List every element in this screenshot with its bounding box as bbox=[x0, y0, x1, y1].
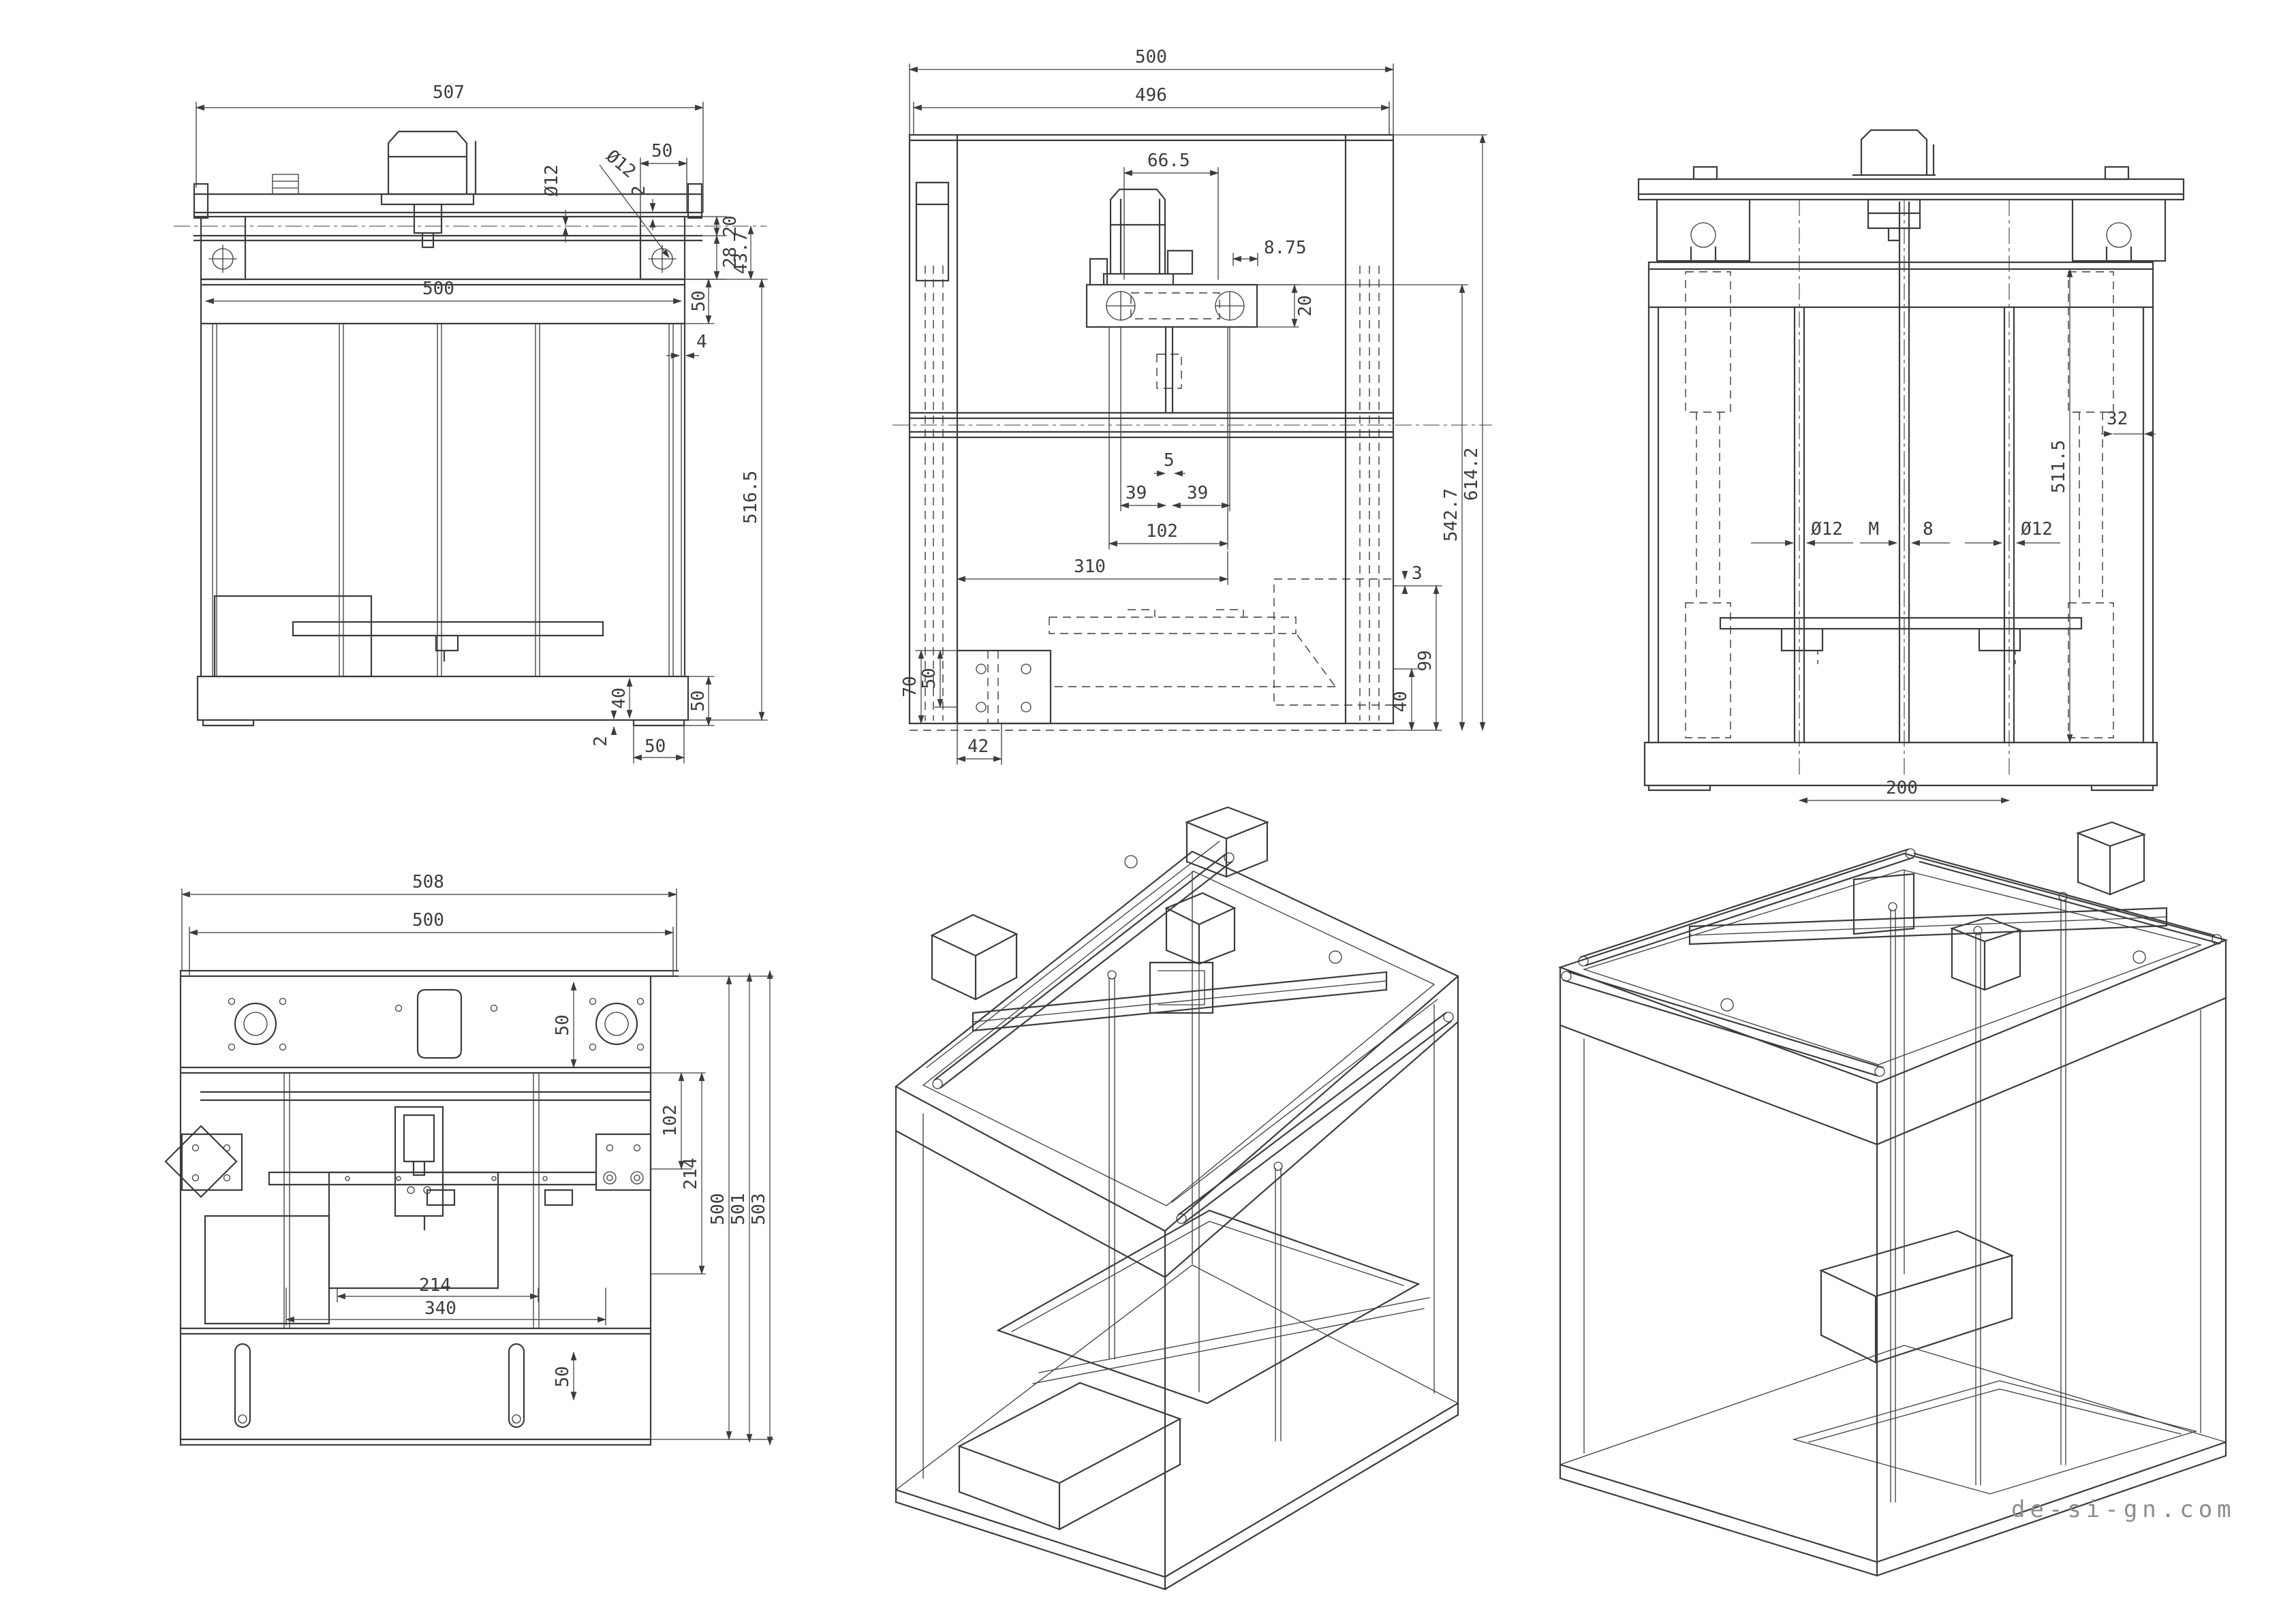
dim-frame-width-c: 503 bbox=[749, 1193, 769, 1225]
dim-bracket-hole-span: 50 bbox=[919, 668, 940, 689]
dim-foot-height: 2 bbox=[591, 736, 611, 747]
dim-gantry-height: 43.7 bbox=[731, 232, 751, 275]
plan-frame-lines bbox=[164, 969, 679, 1446]
dim-rod-spacing: 200 bbox=[1886, 778, 1918, 798]
dim-pulley-plate-height: 20 bbox=[1295, 295, 1316, 316]
dim-pulley-diameter: Ø12 bbox=[602, 146, 640, 182]
dim-corner-post-height: 99 bbox=[1415, 650, 1436, 671]
dim-rail-height: 20 bbox=[720, 215, 741, 236]
dim-slot-offset: 50 bbox=[553, 1366, 573, 1387]
dim-base-inner-height: 40 bbox=[1391, 691, 1411, 712]
side-frame-lines bbox=[1637, 129, 2185, 792]
dim-overall-height: 614.2 bbox=[1461, 448, 1482, 501]
dim-base-member: 50 bbox=[688, 690, 709, 711]
side-elevation-view: 32 Ø12 M 8 Ø12 511.5 200 bbox=[1637, 129, 2185, 804]
dim-rail-lip: 2 bbox=[629, 185, 649, 196]
plan-view: 508 500 50 102 214 500 501 503 214 340 5… bbox=[164, 872, 774, 1446]
section-frame-lines bbox=[893, 134, 1492, 731]
dim-foot-width: 50 bbox=[645, 736, 666, 757]
dim-rod-diameter: Ø12 bbox=[542, 165, 562, 197]
dim-overall-width: 508 bbox=[412, 872, 444, 892]
front-frame-lines bbox=[174, 130, 766, 727]
dim-frame-width-b: 501 bbox=[728, 1193, 749, 1225]
iso-right-lines bbox=[1557, 821, 2229, 1577]
dim-member-width: 50 bbox=[553, 1014, 573, 1035]
iso-left-lines bbox=[895, 806, 1459, 1591]
side-dimensions: 32 Ø12 M 8 Ø12 511.5 200 bbox=[1751, 268, 2156, 804]
dim-overall-width: 507 bbox=[433, 82, 465, 103]
dim-inner-width: 500 bbox=[412, 910, 444, 931]
section-dimensions: 500 496 66.5 8.75 20 5 39 39 102 310 70 … bbox=[900, 47, 1487, 765]
dim-lead-screw-size: 8 bbox=[1923, 519, 1934, 540]
watermark: de-si-gn.com bbox=[2011, 1496, 2236, 1523]
dim-carriage-span: 102 bbox=[1146, 521, 1178, 542]
dim-center-gap: 5 bbox=[1164, 450, 1175, 471]
dim-bed-width: 310 bbox=[1074, 557, 1106, 577]
dim-pulley-left-offset: 39 bbox=[1126, 483, 1147, 503]
dim-belt-offset: 8.75 bbox=[1264, 238, 1307, 258]
isometric-view-right bbox=[1557, 821, 2229, 1577]
dim-frame-width-a: 500 bbox=[708, 1193, 728, 1225]
dim-carriage-width: 66.5 bbox=[1147, 151, 1190, 171]
dim-clamp-height: 28 bbox=[720, 247, 741, 268]
dim-frame-height: 511.5 bbox=[2049, 440, 2069, 493]
dim-frame-height: 516.5 bbox=[741, 471, 761, 524]
dim-corner-block-width: 50 bbox=[651, 141, 672, 161]
plan-dimensions: 508 500 50 102 214 500 501 503 214 340 5… bbox=[181, 872, 774, 1446]
front-elevation-view: 507 Ø12 Ø12 50 2 20 28 43.7 500 50 4 516… bbox=[174, 82, 768, 764]
dim-carriage-span: 102 bbox=[660, 1105, 681, 1137]
dim-bed-width: 214 bbox=[419, 1275, 451, 1296]
dim-gantry-to-base: 542.7 bbox=[1441, 488, 1461, 542]
dim-top-member-height: 50 bbox=[689, 290, 709, 311]
dim-overall-width: 500 bbox=[1135, 47, 1167, 67]
dim-plate-width: 340 bbox=[424, 1298, 456, 1319]
dim-right-rod-diameter: Ø12 bbox=[2021, 519, 2053, 540]
dim-inner-width: 496 bbox=[1135, 85, 1167, 106]
isometric-view-left bbox=[895, 806, 1459, 1591]
dim-panel-gap: 3 bbox=[1412, 563, 1423, 584]
dim-base-inner-height: 40 bbox=[609, 687, 630, 708]
dim-panel-inset: 4 bbox=[696, 332, 707, 352]
dim-bed-depth: 214 bbox=[681, 1158, 701, 1190]
dim-bracket-height: 70 bbox=[900, 676, 920, 697]
section-view: 500 496 66.5 8.75 20 5 39 39 102 310 70 … bbox=[893, 47, 1492, 765]
dim-pulley-right-offset: 39 bbox=[1187, 483, 1208, 503]
dim-panel-gap: 32 bbox=[2107, 409, 2128, 429]
dim-lead-screw-prefix: M bbox=[1868, 519, 1879, 540]
dim-left-rod-diameter: Ø12 bbox=[1811, 519, 1843, 540]
dim-inner-width: 500 bbox=[422, 279, 454, 299]
dim-bracket-width: 42 bbox=[967, 736, 989, 757]
